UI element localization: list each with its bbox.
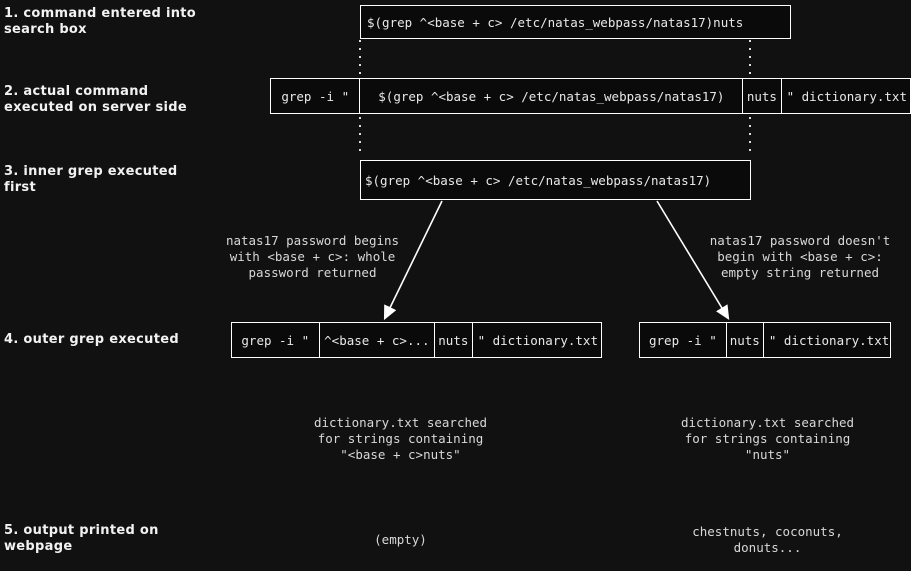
segment-left-grep-prefix: grep -i "	[241, 332, 310, 348]
connector-dotted-left-2	[359, 117, 361, 157]
step-label-2: 2. actual command executed on server sid…	[4, 84, 187, 115]
segment-right-nuts: nuts	[725, 323, 763, 357]
segment-server-inner-subshell: $(grep ^<base + c> /etc/natas_webpass/na…	[359, 79, 742, 113]
note-right-search-description: dictionary.txt searched for strings cont…	[680, 415, 855, 462]
segment-right-grep-prefix: grep -i "	[649, 332, 717, 348]
segment-server-grep-prefix: grep -i "	[281, 88, 350, 104]
command-box-server-side[interactable]: grep -i " $(grep ^<base + c> /etc/natas_…	[270, 78, 911, 114]
note-right-branch-condition: natas17 password doesn't begin with <bas…	[709, 233, 891, 280]
segment-right-dictionary: " dictionary.txt	[762, 323, 892, 357]
command-box-outer-grep-left[interactable]: grep -i " ^<base + c>... nuts " dictiona…	[231, 322, 602, 358]
step-label-1: 1. command entered into search box	[4, 6, 197, 37]
segment-entered-command: $(grep ^<base + c> /etc/natas_webpass/na…	[367, 14, 744, 30]
connector-dotted-right-1	[749, 40, 751, 78]
connector-dotted-right-2	[749, 117, 751, 157]
note-left-search-description: dictionary.txt searched for strings cont…	[313, 415, 488, 462]
segment-left-dictionary: " dictionary.txt	[471, 323, 601, 357]
command-box-entered[interactable]: $(grep ^<base + c> /etc/natas_webpass/na…	[360, 5, 791, 39]
command-box-outer-grep-right[interactable]: grep -i " nuts " dictionary.txt	[639, 322, 891, 358]
segment-server-dictionary: " dictionary.txt	[780, 79, 910, 113]
segment-left-nuts: nuts	[434, 323, 471, 357]
segment-inner-grep: $(grep ^<base + c> /etc/natas_webpass/na…	[365, 172, 712, 188]
note-left-branch-condition: natas17 password begins with <base + c>:…	[225, 233, 400, 280]
command-box-inner-grep[interactable]: $(grep ^<base + c> /etc/natas_webpass/na…	[360, 160, 751, 200]
step-label-5: 5. output printed on webpage	[4, 523, 159, 554]
output-right-branch: chestnuts, coconuts, donuts...	[692, 524, 843, 555]
step-label-3: 3. inner grep executed first	[4, 164, 178, 195]
segment-server-nuts: nuts	[742, 79, 780, 113]
output-left-branch: (empty)	[374, 532, 427, 547]
connector-dotted-left-1	[359, 40, 361, 78]
segment-left-password-prefix: ^<base + c>...	[318, 323, 435, 357]
step-label-4: 4. outer grep executed	[4, 332, 179, 347]
